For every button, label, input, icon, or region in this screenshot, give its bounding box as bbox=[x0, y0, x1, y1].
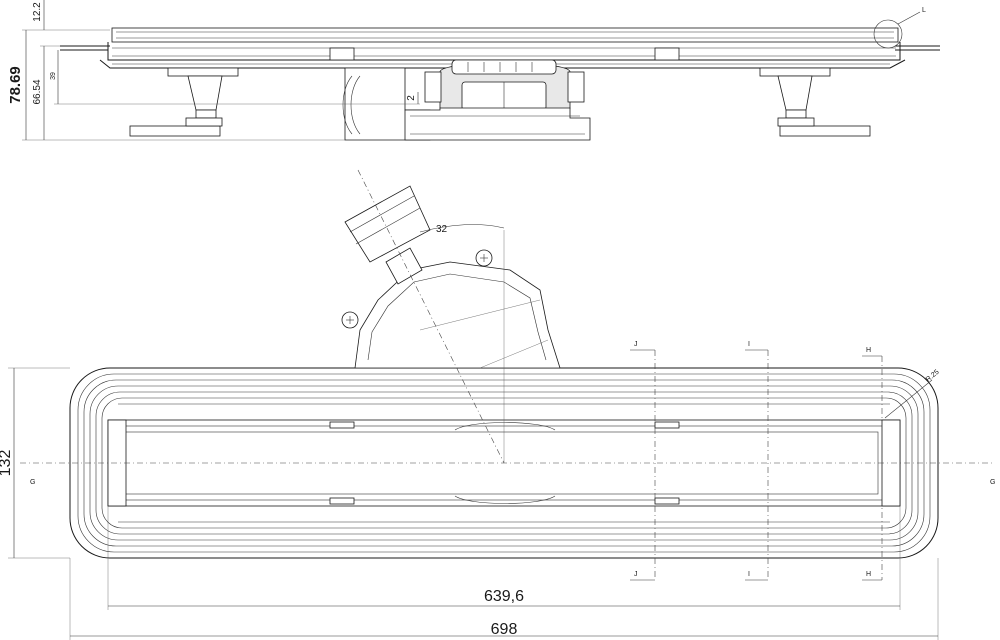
dimension-inner-width: 639,6 bbox=[484, 588, 524, 605]
section-mark-g-right: G bbox=[990, 479, 995, 486]
plan-view: G G J J I I H H R.25 132 639,6 bbox=[0, 341, 995, 640]
dimension-height: 132 bbox=[0, 450, 14, 477]
section-mark-j-top: J bbox=[634, 341, 638, 348]
section-mark-i-top: I bbox=[748, 341, 750, 348]
side-section-view: L 78.69 12.2 66.54 39 2 bbox=[7, 0, 940, 141]
section-mark-j-bottom: J bbox=[634, 571, 638, 578]
section-mark-h-top: H bbox=[866, 347, 871, 354]
detail-label-l: L bbox=[922, 7, 926, 14]
section-mark-h-bottom: H bbox=[866, 571, 871, 578]
dimension-overall-width: 698 bbox=[491, 621, 518, 638]
dimension-gap: 2 bbox=[406, 95, 417, 101]
dimension-section-total: 78.69 bbox=[7, 66, 24, 104]
dimension-section-inner: 39 bbox=[50, 72, 57, 80]
dimension-section-top: 12.2 bbox=[32, 2, 43, 22]
dimension-corner-radius: R.25 bbox=[925, 369, 941, 384]
section-mark-i-bottom: I bbox=[748, 571, 750, 578]
dimension-section-mid: 66.54 bbox=[32, 79, 43, 104]
outlet-plan: 32 bbox=[341, 169, 561, 464]
section-mark-g-left: G bbox=[30, 479, 35, 486]
dimension-outlet-angle: 32 bbox=[436, 224, 448, 235]
